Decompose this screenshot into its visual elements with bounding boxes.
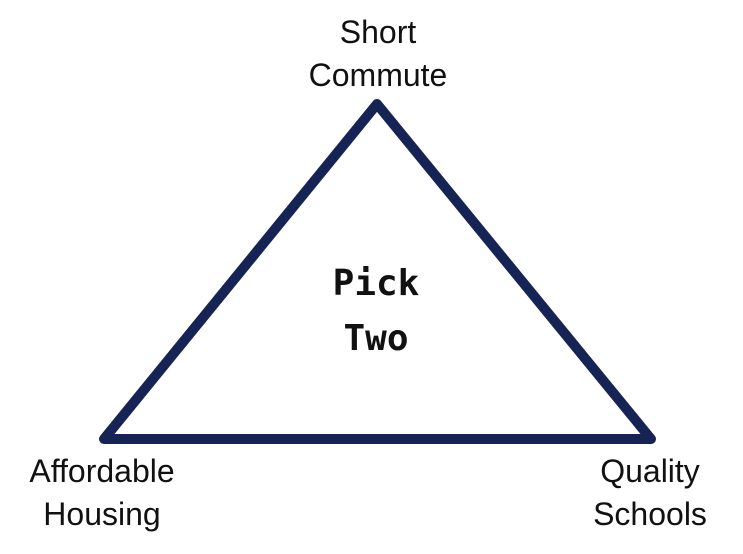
triangle-shape — [99, 99, 656, 444]
center-caption-line: Pick — [332, 263, 420, 304]
vertex-label-line: Commute — [308, 57, 448, 93]
vertex-label-line: Schools — [593, 496, 707, 532]
center-caption: Pick Two — [276, 256, 476, 366]
vertex-label-affordable-housing: Affordable Housing — [2, 450, 202, 536]
vertex-label-quality-schools: Quality Schools — [550, 450, 743, 536]
vertex-label-line: Short — [339, 14, 417, 50]
vertex-label-short-commute: Short Commute — [278, 11, 478, 97]
vertex-label-line: Affordable — [29, 453, 175, 489]
vertex-label-line: Housing — [43, 496, 161, 532]
vertex-label-line: Quality — [600, 453, 700, 489]
center-caption-line: Two — [343, 318, 409, 359]
